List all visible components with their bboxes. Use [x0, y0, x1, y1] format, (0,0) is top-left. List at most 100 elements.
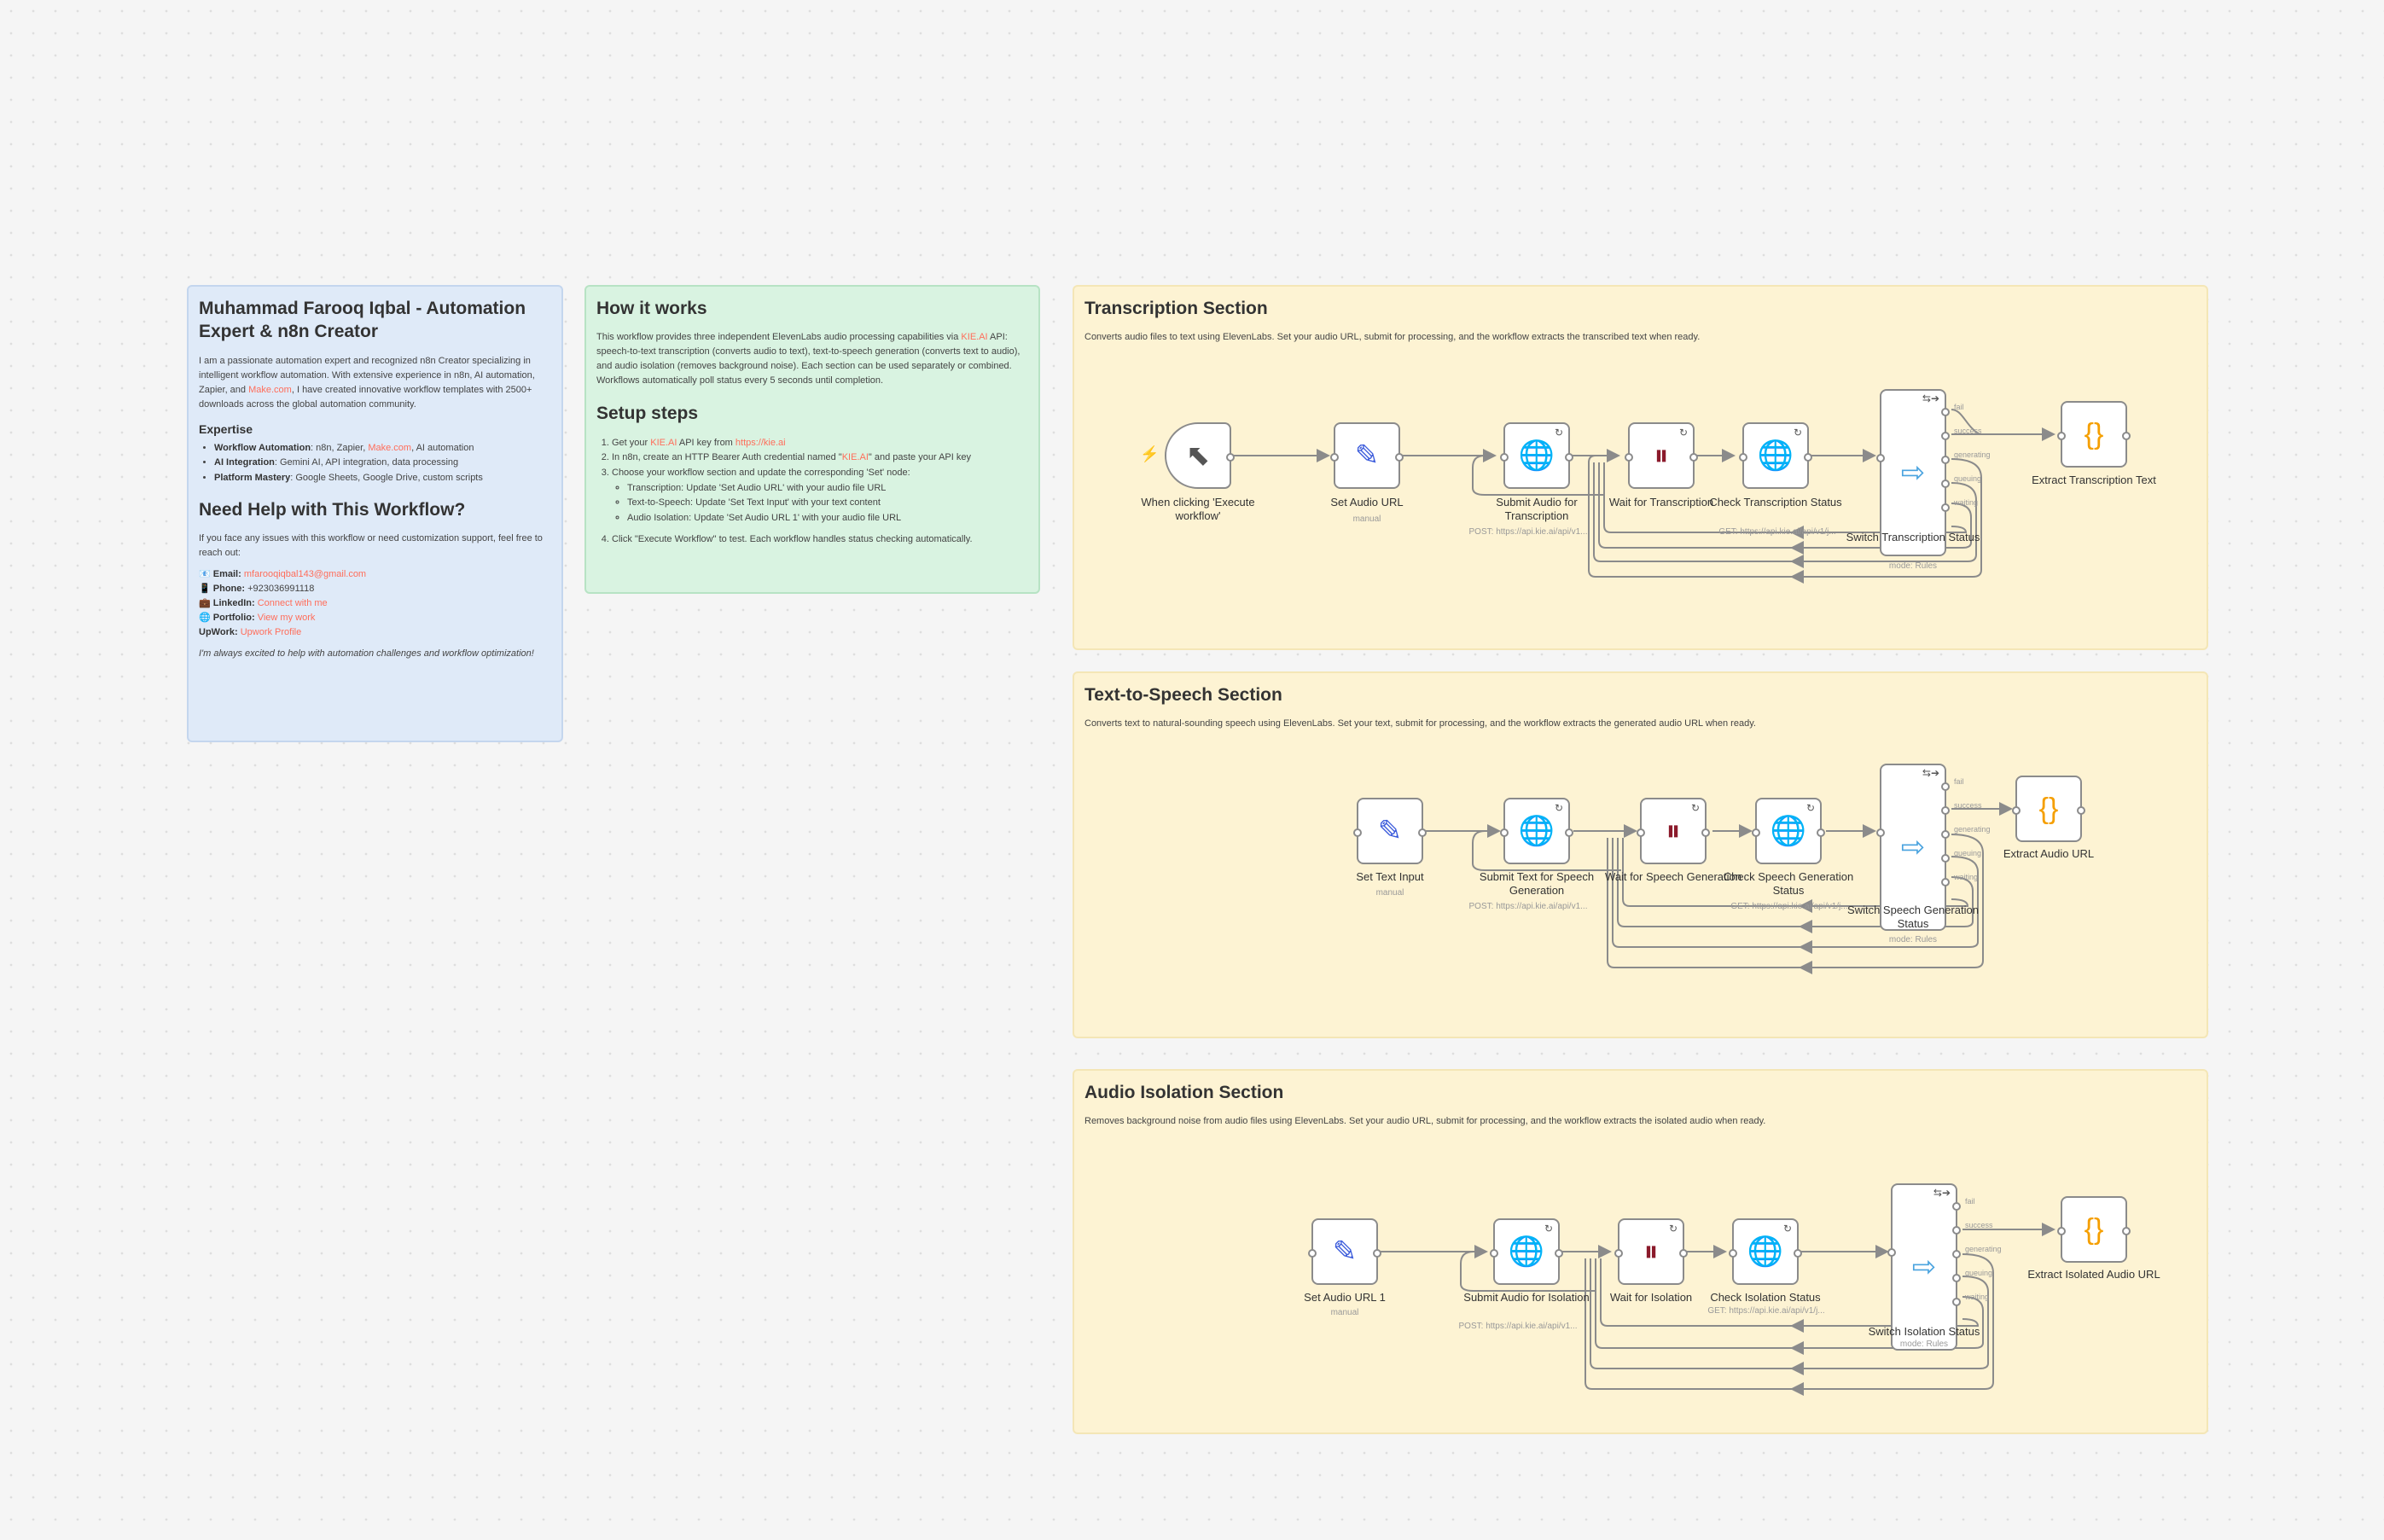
linkedin-link[interactable]: Connect with me — [257, 598, 328, 609]
node-check-isolation-status[interactable]: ↻ 🌐 — [1729, 1218, 1802, 1285]
node-submit-audio-isolation[interactable]: ↻ 🌐 — [1490, 1218, 1563, 1285]
input-port[interactable] — [1614, 1249, 1623, 1258]
output-port-fail[interactable] — [1952, 1202, 1961, 1211]
email-link[interactable]: mfarooqiqbal143@gmail.com — [243, 568, 367, 579]
output-port[interactable] — [1395, 453, 1404, 462]
upwork-link[interactable]: Upwork Profile — [240, 627, 302, 638]
make-link[interactable]: Make.com — [248, 384, 292, 395]
contact-email: 📧 Email: mfarooqiqbal143@gmail.com — [199, 568, 367, 579]
output-port[interactable] — [1226, 453, 1235, 462]
output-port-waiting[interactable] — [1952, 1298, 1961, 1306]
node-check-speech-status[interactable]: ↻ 🌐 — [1752, 798, 1825, 864]
output-port-generating[interactable] — [1941, 830, 1950, 839]
code-braces-icon: {} — [2038, 793, 2059, 825]
node-execute-trigger[interactable]: ⬉ — [1165, 422, 1235, 489]
kie-link[interactable]: KIE.AI — [961, 332, 988, 343]
node-extract-isolated-audio-url[interactable]: {} — [2057, 1196, 2131, 1263]
node-extract-transcription-text[interactable]: {} — [2057, 401, 2131, 468]
node-extract-audio-url[interactable]: {} — [2012, 776, 2085, 842]
portfolio-link[interactable]: View my work — [257, 613, 316, 624]
node-check-transcription-status[interactable]: ↻ 🌐 — [1739, 422, 1812, 489]
input-port[interactable] — [1729, 1249, 1737, 1258]
about-sticky-note[interactable]: Muhammad Farooq Iqbal - Automation Exper… — [187, 285, 563, 742]
output-port-fail[interactable] — [1941, 408, 1950, 416]
refresh-icon: ↻ — [1668, 1223, 1678, 1235]
node-set-text-input[interactable]: ✎ — [1353, 798, 1427, 864]
output-port[interactable] — [1804, 453, 1812, 462]
globe-icon: 🌐 — [1518, 439, 1555, 472]
input-port[interactable] — [1500, 828, 1509, 837]
node-switch-speech-status[interactable]: ⇆➔ ⇨ — [1876, 764, 1950, 931]
node-submit-audio-transcription[interactable]: ↻ 🌐 — [1500, 422, 1573, 489]
output-port-fail[interactable] — [1941, 782, 1950, 791]
loop-wire — [1790, 526, 1968, 539]
wire — [1617, 838, 1800, 927]
input-port[interactable] — [1625, 453, 1633, 462]
input-port[interactable] — [1308, 1249, 1317, 1258]
node-wait-transcription[interactable]: ↻ ⏸ — [1625, 422, 1698, 489]
wire — [1607, 838, 1800, 968]
output-port[interactable] — [1689, 453, 1698, 462]
make-link[interactable]: Make.com — [368, 442, 412, 453]
output-port-success[interactable] — [1941, 432, 1950, 440]
wire — [1588, 455, 1792, 578]
kie-link[interactable]: KIE.AI — [841, 452, 869, 463]
node-submit-text-speech[interactable]: ↻ 🌐 — [1500, 798, 1573, 864]
input-port[interactable] — [1739, 453, 1747, 462]
loop-wire — [1799, 876, 1974, 933]
output-label: fail — [1965, 1197, 1975, 1206]
kie-url-link[interactable]: https://kie.ai — [735, 437, 786, 448]
output-port-success[interactable] — [1952, 1226, 1961, 1235]
output-port[interactable] — [1418, 828, 1427, 837]
input-port[interactable] — [1353, 828, 1362, 837]
output-port[interactable] — [1701, 828, 1710, 837]
input-port[interactable] — [1330, 453, 1339, 462]
loop-wire — [1790, 503, 1972, 555]
output-port[interactable] — [2122, 432, 2131, 440]
kie-link[interactable]: KIE.AI — [650, 437, 677, 448]
input-port[interactable] — [1500, 453, 1509, 462]
input-port[interactable] — [1637, 828, 1645, 837]
output-port-generating[interactable] — [1941, 456, 1950, 464]
input-port[interactable] — [2012, 806, 2021, 815]
input-port[interactable] — [1876, 828, 1885, 837]
section-description: Removes background noise from audio file… — [1084, 1116, 1766, 1127]
node-set-audio-url-1[interactable]: ✎ — [1308, 1218, 1381, 1285]
node-wait-speech-generation[interactable]: ↻ ⏸ — [1637, 798, 1710, 864]
input-port[interactable] — [1876, 454, 1885, 462]
node-set-audio-url[interactable]: ✎ — [1330, 422, 1404, 489]
input-port[interactable] — [1752, 828, 1760, 837]
input-port[interactable] — [1490, 1249, 1498, 1258]
output-port[interactable] — [1555, 1249, 1563, 1258]
output-port[interactable] — [1565, 453, 1573, 462]
output-port[interactable] — [1817, 828, 1825, 837]
output-port-waiting[interactable] — [1941, 878, 1950, 886]
output-port[interactable] — [2122, 1227, 2131, 1235]
setup-heading: Setup steps — [596, 404, 699, 424]
node-label: Switch Transcription Status — [1846, 531, 1980, 543]
output-port-queuing[interactable] — [1952, 1274, 1961, 1282]
output-port-queuing[interactable] — [1941, 854, 1950, 863]
node-switch-transcription-status[interactable]: ⇆➔ ⇨ — [1876, 389, 1950, 556]
input-port[interactable] — [2057, 1227, 2066, 1235]
output-label: waiting — [1954, 498, 1979, 507]
input-port[interactable] — [2057, 432, 2066, 440]
output-port[interactable] — [1679, 1249, 1688, 1258]
output-port[interactable] — [2077, 806, 2085, 815]
output-port[interactable] — [1794, 1249, 1802, 1258]
node-subtitle: mode: Rules — [1899, 1340, 1949, 1349]
output-port-generating[interactable] — [1952, 1250, 1961, 1258]
node-label: Wait for Transcription — [1608, 496, 1714, 508]
output-port-waiting[interactable] — [1941, 503, 1950, 512]
node-subtitle: POST: https://api.kie.ai/api/v1... — [1458, 1322, 1578, 1331]
output-label: queuing — [1965, 1269, 1993, 1277]
node-label: Switch Speech Generation Status — [1847, 904, 1979, 931]
node-switch-isolation-status[interactable]: ⇆➔ ⇨ — [1887, 1183, 1961, 1351]
how-it-works-sticky-note[interactable]: How it works This workflow provides thre… — [584, 285, 1040, 594]
output-port-queuing[interactable] — [1941, 479, 1950, 488]
output-port-success[interactable] — [1941, 806, 1950, 815]
output-port[interactable] — [1373, 1249, 1381, 1258]
node-wait-isolation[interactable]: ↻ ⏸ — [1614, 1218, 1688, 1285]
output-port[interactable] — [1565, 828, 1573, 837]
input-port[interactable] — [1887, 1248, 1896, 1257]
